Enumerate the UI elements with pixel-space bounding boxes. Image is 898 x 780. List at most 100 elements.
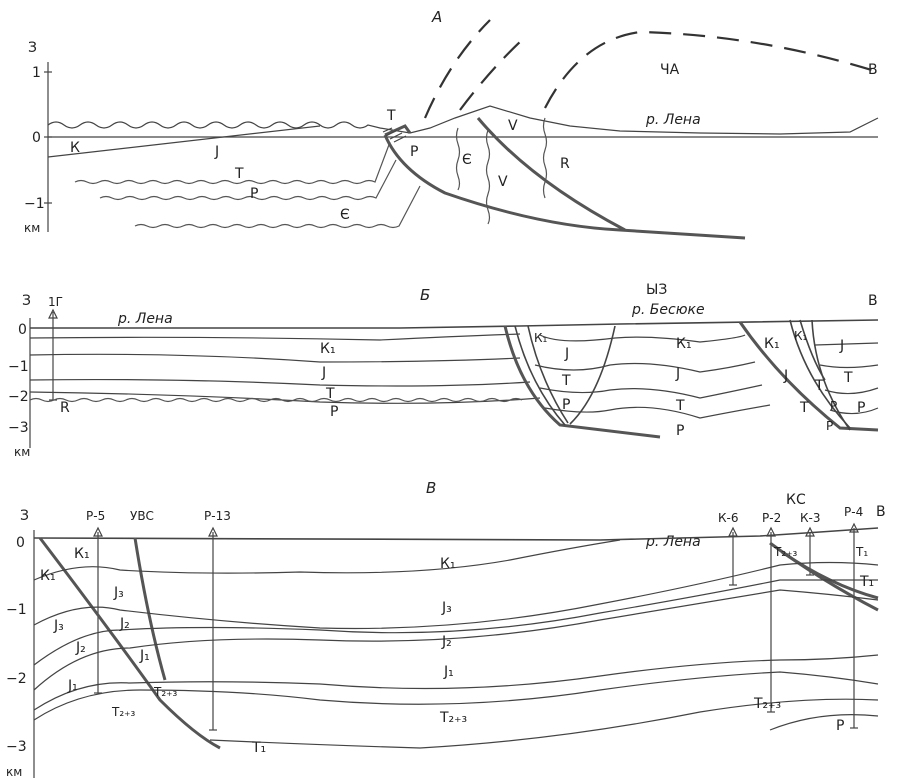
section-a-thrust-main	[383, 134, 746, 240]
section-a-p-base	[134, 185, 421, 229]
section-b-label-p-d: P	[830, 399, 837, 413]
section-a-label-r: R	[560, 156, 570, 172]
section-c-surface	[33, 527, 879, 541]
section-c-wells: Р-5 УВС Р-13 К-6 Р-2 К-3 Р-4	[86, 505, 863, 731]
section-b-label-t-e: T	[843, 370, 853, 386]
well-r4-label: Р-4	[844, 505, 863, 519]
section-c-label-t23-w: T₂₊₃	[153, 685, 177, 699]
section-a-label-v1: V	[508, 118, 518, 134]
section-a-river: р. Лена	[645, 112, 701, 128]
section-b-tick-m3: −3	[8, 420, 29, 436]
section-c-label-t23-c: T₂₊₃	[439, 710, 467, 726]
section-c-label-j2-w: J₂	[119, 616, 130, 632]
section-b-label-p-a: P	[562, 397, 570, 413]
section-c-fault-east	[769, 541, 879, 612]
section-a-t-base	[99, 159, 397, 201]
section-b-fault-1	[503, 325, 661, 439]
well-r5-label: Р-5	[86, 509, 105, 523]
section-a-label-k: К	[70, 140, 80, 156]
section-b-structure: ЫЗ	[646, 282, 667, 298]
section-c-label-t1-e2: T₁	[859, 574, 874, 590]
section-b-label-j-a: J	[564, 346, 569, 362]
section-b-label-j-d: J	[839, 338, 844, 354]
section-b: Б З В ЫЗ р. Бесюке р. Лена 0 −1 −2 −3 км…	[8, 282, 879, 459]
section-b-fault-2	[738, 321, 879, 432]
section-a-tick-1: 1	[32, 65, 41, 81]
section-c-label-j2-c: J₂	[441, 634, 452, 650]
section-b-label-k1: К₁	[320, 341, 336, 357]
section-b-unit: км	[14, 445, 30, 459]
section-b-label-t-d: T	[814, 378, 824, 394]
section-b-label-t-b: T	[675, 398, 685, 414]
section-b-tick-m1: −1	[8, 359, 29, 375]
section-c-tick-m2: −2	[6, 671, 27, 687]
section-b-label-k1-b: К₁	[676, 336, 692, 352]
section-a-tick-m1: −1	[24, 196, 45, 212]
section-b-label-j-b: J	[675, 366, 680, 382]
section-b-label-p-c: P	[826, 419, 833, 433]
section-b-label-p-b: P	[676, 423, 684, 439]
section-c-river: р. Лена	[645, 534, 701, 550]
section-a-label-cambrian: Є	[340, 207, 350, 223]
section-c: В З В КС р. Лена 0 −1 −2 −3 км Р-5 УВС Р…	[6, 479, 886, 779]
section-b-well-label: 1Г	[48, 295, 63, 309]
section-a-topography	[47, 105, 879, 135]
section-c-label-j3-w2: J₃	[53, 618, 64, 634]
section-b-title: Б	[420, 286, 430, 304]
section-a-label-cha: ЧА	[660, 62, 680, 78]
section-c-label-j1-w: J₁	[139, 648, 150, 664]
section-b-label-r: R	[60, 400, 70, 416]
section-b-tick-m2: −2	[8, 389, 29, 405]
well-k3-label: К-3	[800, 511, 820, 525]
section-a-label-t2: T	[386, 108, 396, 124]
section-b-tick-0: 0	[18, 322, 27, 338]
section-c-fault-uvs	[133, 537, 167, 681]
section-a-label-p: P	[250, 186, 258, 202]
section-a-label-v2: V	[498, 174, 508, 190]
section-c-label-j3-c: J₃	[441, 600, 452, 616]
section-b-label-j: J	[321, 365, 326, 381]
section-a-tick-0: 0	[32, 130, 41, 146]
section-c-label-j3-w: J₃	[113, 585, 124, 601]
section-a-j-base	[74, 141, 391, 185]
section-a-west: З	[28, 40, 37, 56]
section-a-label-j: J	[214, 144, 219, 160]
section-b-label-k1-d: К₁	[794, 329, 808, 343]
section-c-east: В	[876, 504, 886, 520]
section-c-tick-m1: −1	[6, 602, 27, 618]
well-r2-label: Р-2	[762, 511, 781, 525]
section-a-label-t: T	[234, 166, 244, 182]
section-b-river2: р. Бесюке	[631, 302, 705, 318]
section-c-label-j2-w2: J₂	[75, 640, 86, 656]
section-c-label-k1-w2: К₁	[40, 568, 56, 584]
section-c-title: В	[426, 479, 436, 497]
section-b-label-t: T	[325, 386, 335, 402]
well-k6-label: К-6	[718, 511, 738, 525]
section-b-label-p: P	[330, 404, 338, 420]
section-b-label-t-a: T	[561, 373, 571, 389]
section-c-label-k1-w: К₁	[74, 546, 90, 562]
section-a-label-cambrian2: Є	[462, 152, 472, 168]
section-c-label-t23-w2: T₂₊₃	[111, 705, 135, 719]
section-b-label-p-e: P	[857, 400, 865, 416]
section-b-label-t-c: T	[799, 400, 809, 416]
section-c-label-j1-w2: J₁	[67, 678, 78, 694]
well-uvs-label: УВС	[130, 509, 154, 523]
section-c-unit: км	[6, 765, 22, 779]
section-c-label-p-e: P	[836, 718, 844, 734]
section-a: А З В 1 0 −1 км К J T	[24, 8, 879, 240]
section-b-label-j-c: J	[783, 368, 788, 384]
section-c-label-j1-c: J₁	[443, 664, 454, 680]
section-c-west: З	[20, 508, 29, 524]
section-b-river: р. Лена	[117, 311, 173, 327]
section-a-eroded-trace-1	[423, 19, 491, 119]
section-c-label-k1-c: К₁	[440, 556, 456, 572]
section-c-label-t1-e: T₂₊₃	[753, 696, 781, 712]
section-c-label-t23-e: T₂₊₃	[773, 545, 797, 559]
section-b-label-k1-a: К₁	[534, 331, 548, 345]
section-b-surface	[30, 319, 879, 329]
section-c-tick-0: 0	[16, 535, 25, 551]
section-b-label-k1-c: К₁	[764, 336, 780, 352]
section-a-east: В	[868, 62, 878, 78]
